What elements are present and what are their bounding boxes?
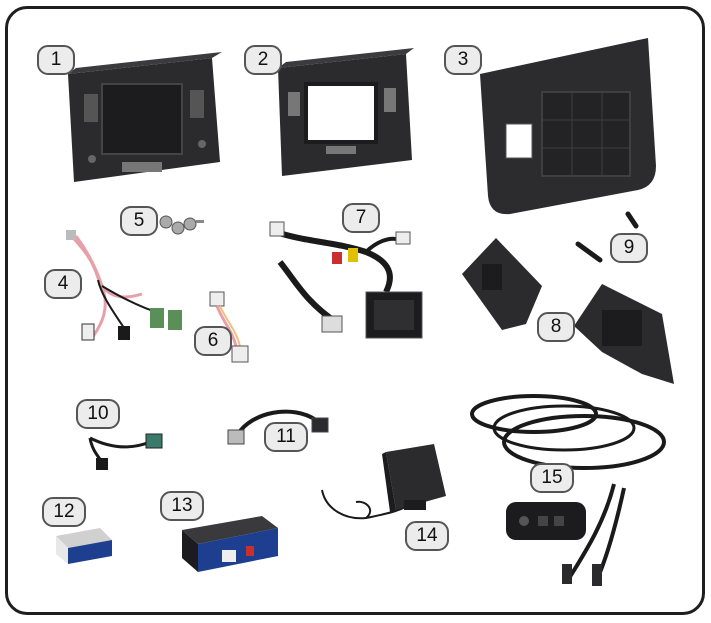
main-wiring-harness-icon — [266, 212, 446, 352]
part-badge-1: 1 — [37, 45, 75, 75]
part-badge-3: 3 — [444, 45, 482, 75]
screws-icon — [158, 214, 206, 240]
part-badge-7: 7 — [342, 203, 380, 233]
speaker-icon — [316, 440, 452, 540]
part-badge-9: 9 — [610, 233, 648, 263]
part-badge-12: 12 — [42, 497, 86, 527]
small-module-icon — [52, 526, 116, 566]
antenna-adapter-icon — [80, 422, 170, 472]
part-badge-4: 4 — [44, 269, 82, 299]
part-badge-13: 13 — [160, 491, 204, 521]
mounting-brackets-icon — [452, 234, 682, 394]
part-badge-5: 5 — [120, 206, 158, 236]
part-badge-15: 15 — [530, 463, 574, 493]
open-frame-bracket-icon — [272, 42, 422, 182]
trim-panel-icon — [470, 36, 665, 216]
usb-port-cable-icon — [464, 384, 676, 594]
pins-icon — [570, 208, 640, 264]
small-adapter-harness-icon — [206, 290, 256, 370]
part-badge-2: 2 — [244, 45, 282, 75]
antenna-cable-icon — [222, 398, 334, 450]
part-badge-10: 10 — [76, 399, 120, 429]
part-badge-11: 11 — [264, 422, 308, 452]
part-badge-6: 6 — [194, 326, 232, 356]
pink-wire-harness-icon — [62, 228, 192, 358]
interface-module-icon — [174, 510, 284, 580]
part-badge-8: 8 — [537, 312, 575, 342]
dash-kit-frame-icon — [62, 44, 232, 194]
part-badge-14: 14 — [405, 521, 449, 551]
